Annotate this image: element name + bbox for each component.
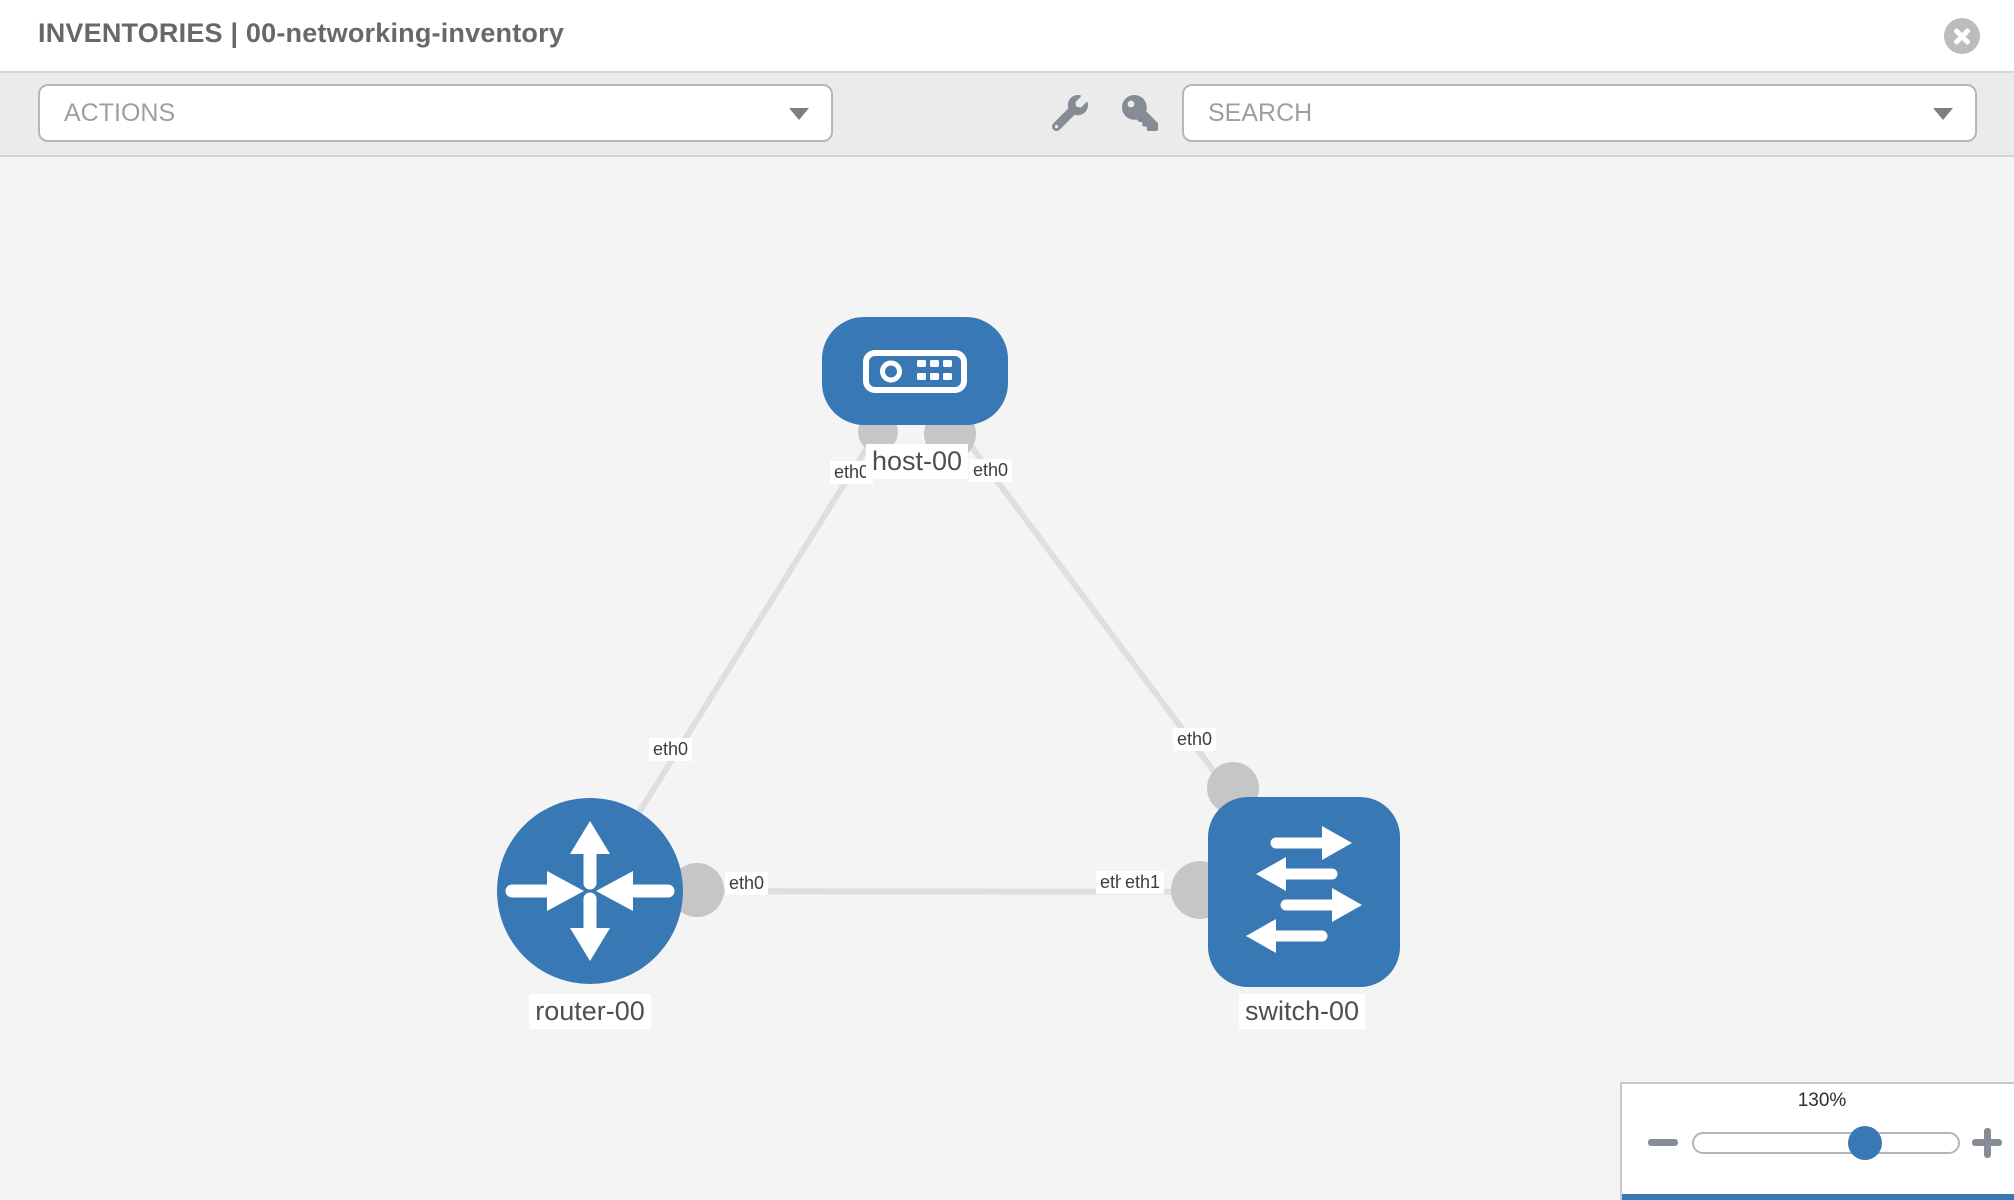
zoom-out-icon[interactable]: [1648, 1139, 1678, 1146]
header-bar: INVENTORIES | 00-networking-inventory: [0, 0, 2014, 73]
iface-label-router-right: eth0: [725, 872, 769, 895]
search-dropdown-label: SEARCH: [1208, 98, 1313, 127]
host-server-icon: [863, 350, 967, 393]
iface-label-switch-top: eth0: [1173, 728, 1217, 751]
router-arrows-icon: [505, 821, 675, 961]
node-label-host: host-00: [865, 444, 969, 479]
iface-label-switch-left-front: eth1: [1121, 871, 1165, 894]
node-host[interactable]: [822, 317, 1008, 425]
iface-label-host-left: eth0: [830, 461, 874, 484]
iface-label-host-right: eth0: [969, 459, 1013, 482]
topology-canvas[interactable]: [0, 157, 2014, 1200]
switch-arrows-icon: [1246, 826, 1362, 953]
node-label-router: router-00: [529, 994, 651, 1029]
key-icon[interactable]: [1122, 95, 1158, 131]
bottom-blue-strip: [1622, 1194, 2014, 1200]
zoom-slider-track[interactable]: [1692, 1132, 1960, 1154]
zoom-slider-handle[interactable]: [1848, 1126, 1882, 1160]
zoom-panel: 130%: [1620, 1082, 2014, 1200]
iface-label-router-top: eth0: [649, 738, 693, 761]
zoom-in-icon[interactable]: [1972, 1128, 2002, 1158]
wrench-icon[interactable]: [1051, 95, 1088, 132]
node-switch[interactable]: [1208, 797, 1400, 987]
chevron-down-icon: [1933, 108, 1953, 120]
toolbar: ACTIONS SEARCH: [0, 73, 2014, 157]
actions-dropdown[interactable]: ACTIONS: [38, 84, 833, 142]
page-title: INVENTORIES | 00-networking-inventory: [38, 18, 565, 48]
interface-dot-router-eth0: [670, 863, 724, 917]
actions-dropdown-label: ACTIONS: [64, 98, 176, 127]
chevron-down-icon: [789, 108, 809, 120]
interface-dots: [670, 408, 1259, 919]
close-icon[interactable]: [1944, 18, 1980, 54]
zoom-level: 130%: [1797, 1090, 1847, 1111]
search-dropdown[interactable]: SEARCH: [1182, 84, 1977, 142]
node-router[interactable]: [497, 798, 683, 984]
edge-host-router[interactable]: [587, 369, 918, 893]
node-label-switch: switch-00: [1238, 994, 1366, 1029]
